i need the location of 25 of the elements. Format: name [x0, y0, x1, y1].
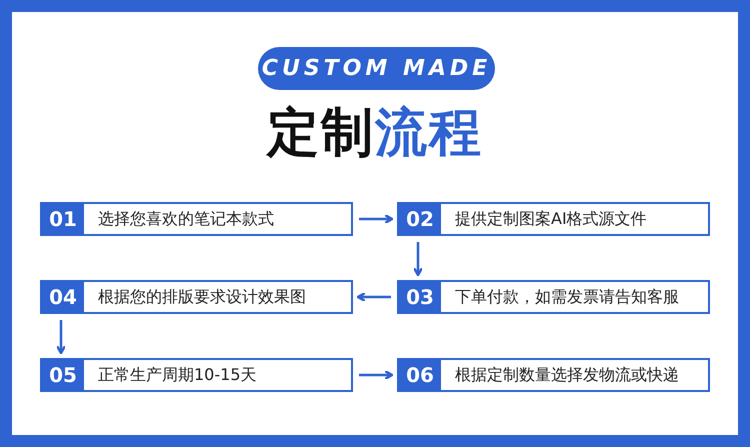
arrow: [359, 214, 394, 224]
step-number: 02: [399, 204, 441, 234]
step-text: 正常生产周期10-15天: [98, 364, 256, 386]
title-badge: CUSTOM MADE: [258, 47, 495, 90]
step-number: 05: [42, 360, 84, 390]
step-box: [397, 358, 710, 392]
step-text: 下单付款，如需发票请告知客服: [455, 286, 679, 308]
step-text: 根据您的排版要求设计效果图: [98, 286, 306, 308]
step-text: 提供定制图案AI格式源文件: [455, 208, 647, 230]
arrow: [412, 242, 424, 276]
step-box: [397, 202, 710, 236]
step-box: [40, 358, 353, 392]
title: 定制流程: [265, 101, 484, 165]
step-box: [40, 280, 353, 314]
arrow: [356, 292, 391, 302]
step-box: [397, 280, 710, 314]
step-number: 01: [42, 204, 84, 234]
arrow: [56, 320, 66, 354]
step-text: 选择您喜欢的笔记本款式: [98, 208, 274, 230]
step-number: 04: [42, 282, 84, 312]
step-box: [40, 202, 353, 236]
step-number: 03: [399, 282, 441, 312]
step-number: 06: [399, 360, 441, 390]
arrow: [359, 370, 394, 380]
step-text: 根据定制数量选择发物流或快递: [455, 364, 679, 386]
